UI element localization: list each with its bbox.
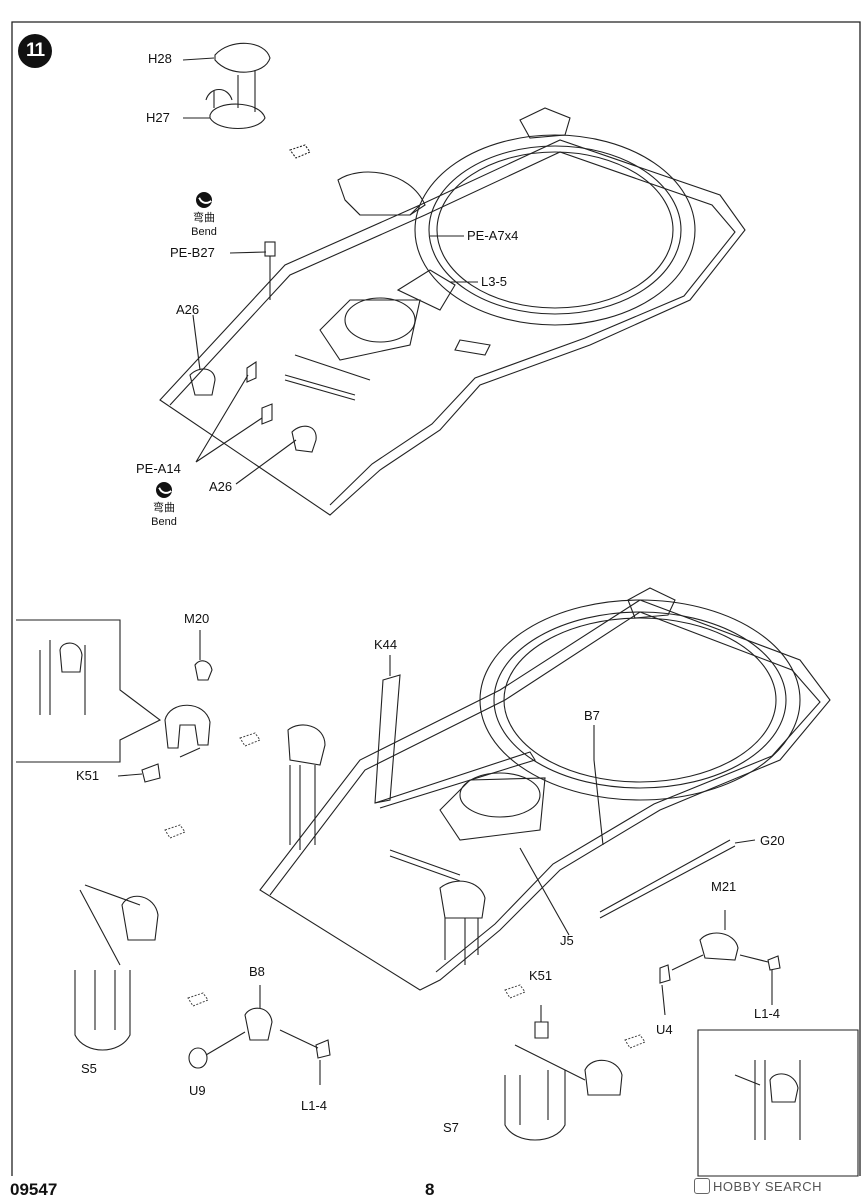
label-s5: S5 <box>81 1061 97 1076</box>
label-u9: U9 <box>189 1083 206 1098</box>
label-pe-a7x4: PE-A7x4 <box>467 228 519 243</box>
bend-note-en-1: Bend <box>191 226 217 238</box>
label-l1-4-center: L1-4 <box>301 1098 328 1113</box>
label-k51-left: K51 <box>76 768 100 783</box>
step-number-badge: 11 <box>18 34 52 68</box>
label-k44: K44 <box>374 637 398 652</box>
inset-right-frame <box>697 1029 859 1177</box>
watermark-logo-icon <box>694 1178 710 1194</box>
label-m20: M20 <box>184 611 210 626</box>
label-pe-a14: PE-A14 <box>136 461 181 476</box>
bottom-hull-outline <box>259 599 831 991</box>
product-code: 09547 <box>10 1180 58 1199</box>
label-a26-lower: A26 <box>209 479 233 494</box>
label-h28: H28 <box>148 51 172 66</box>
label-s7: S7 <box>443 1120 459 1135</box>
label-pe-b27: PE-B27 <box>170 245 215 260</box>
watermark-text: HOBBY SEARCH <box>713 1179 823 1194</box>
watermark: HOBBY SEARCH <box>694 1178 822 1194</box>
label-b7: B7 <box>584 708 600 723</box>
bend-note-cn-1: 弯曲 <box>193 212 215 224</box>
bend-icon <box>156 482 172 498</box>
bend-icon <box>196 192 212 208</box>
label-l3-5: L3-5 <box>481 274 508 289</box>
label-k51-bottom: K51 <box>529 968 553 983</box>
label-h27: H27 <box>146 110 170 125</box>
top-turret-ring-outer <box>414 134 696 326</box>
label-j5: J5 <box>560 933 574 948</box>
top-hull-outline <box>159 139 746 516</box>
label-a26-upper: A26 <box>176 302 200 317</box>
label-m21: M21 <box>711 879 737 894</box>
bottom-turret-ring-outer <box>479 599 801 801</box>
label-g20: G20 <box>760 833 785 848</box>
inset-left-frame <box>16 619 162 763</box>
label-l1-4-right: L1-4 <box>754 1006 781 1021</box>
label-u4: U4 <box>656 1022 673 1037</box>
bend-note-en-2: Bend <box>151 516 177 528</box>
page-number: 8 <box>425 1180 435 1199</box>
label-b8: B8 <box>249 964 265 979</box>
bend-note-cn-2: 弯曲 <box>153 502 175 514</box>
